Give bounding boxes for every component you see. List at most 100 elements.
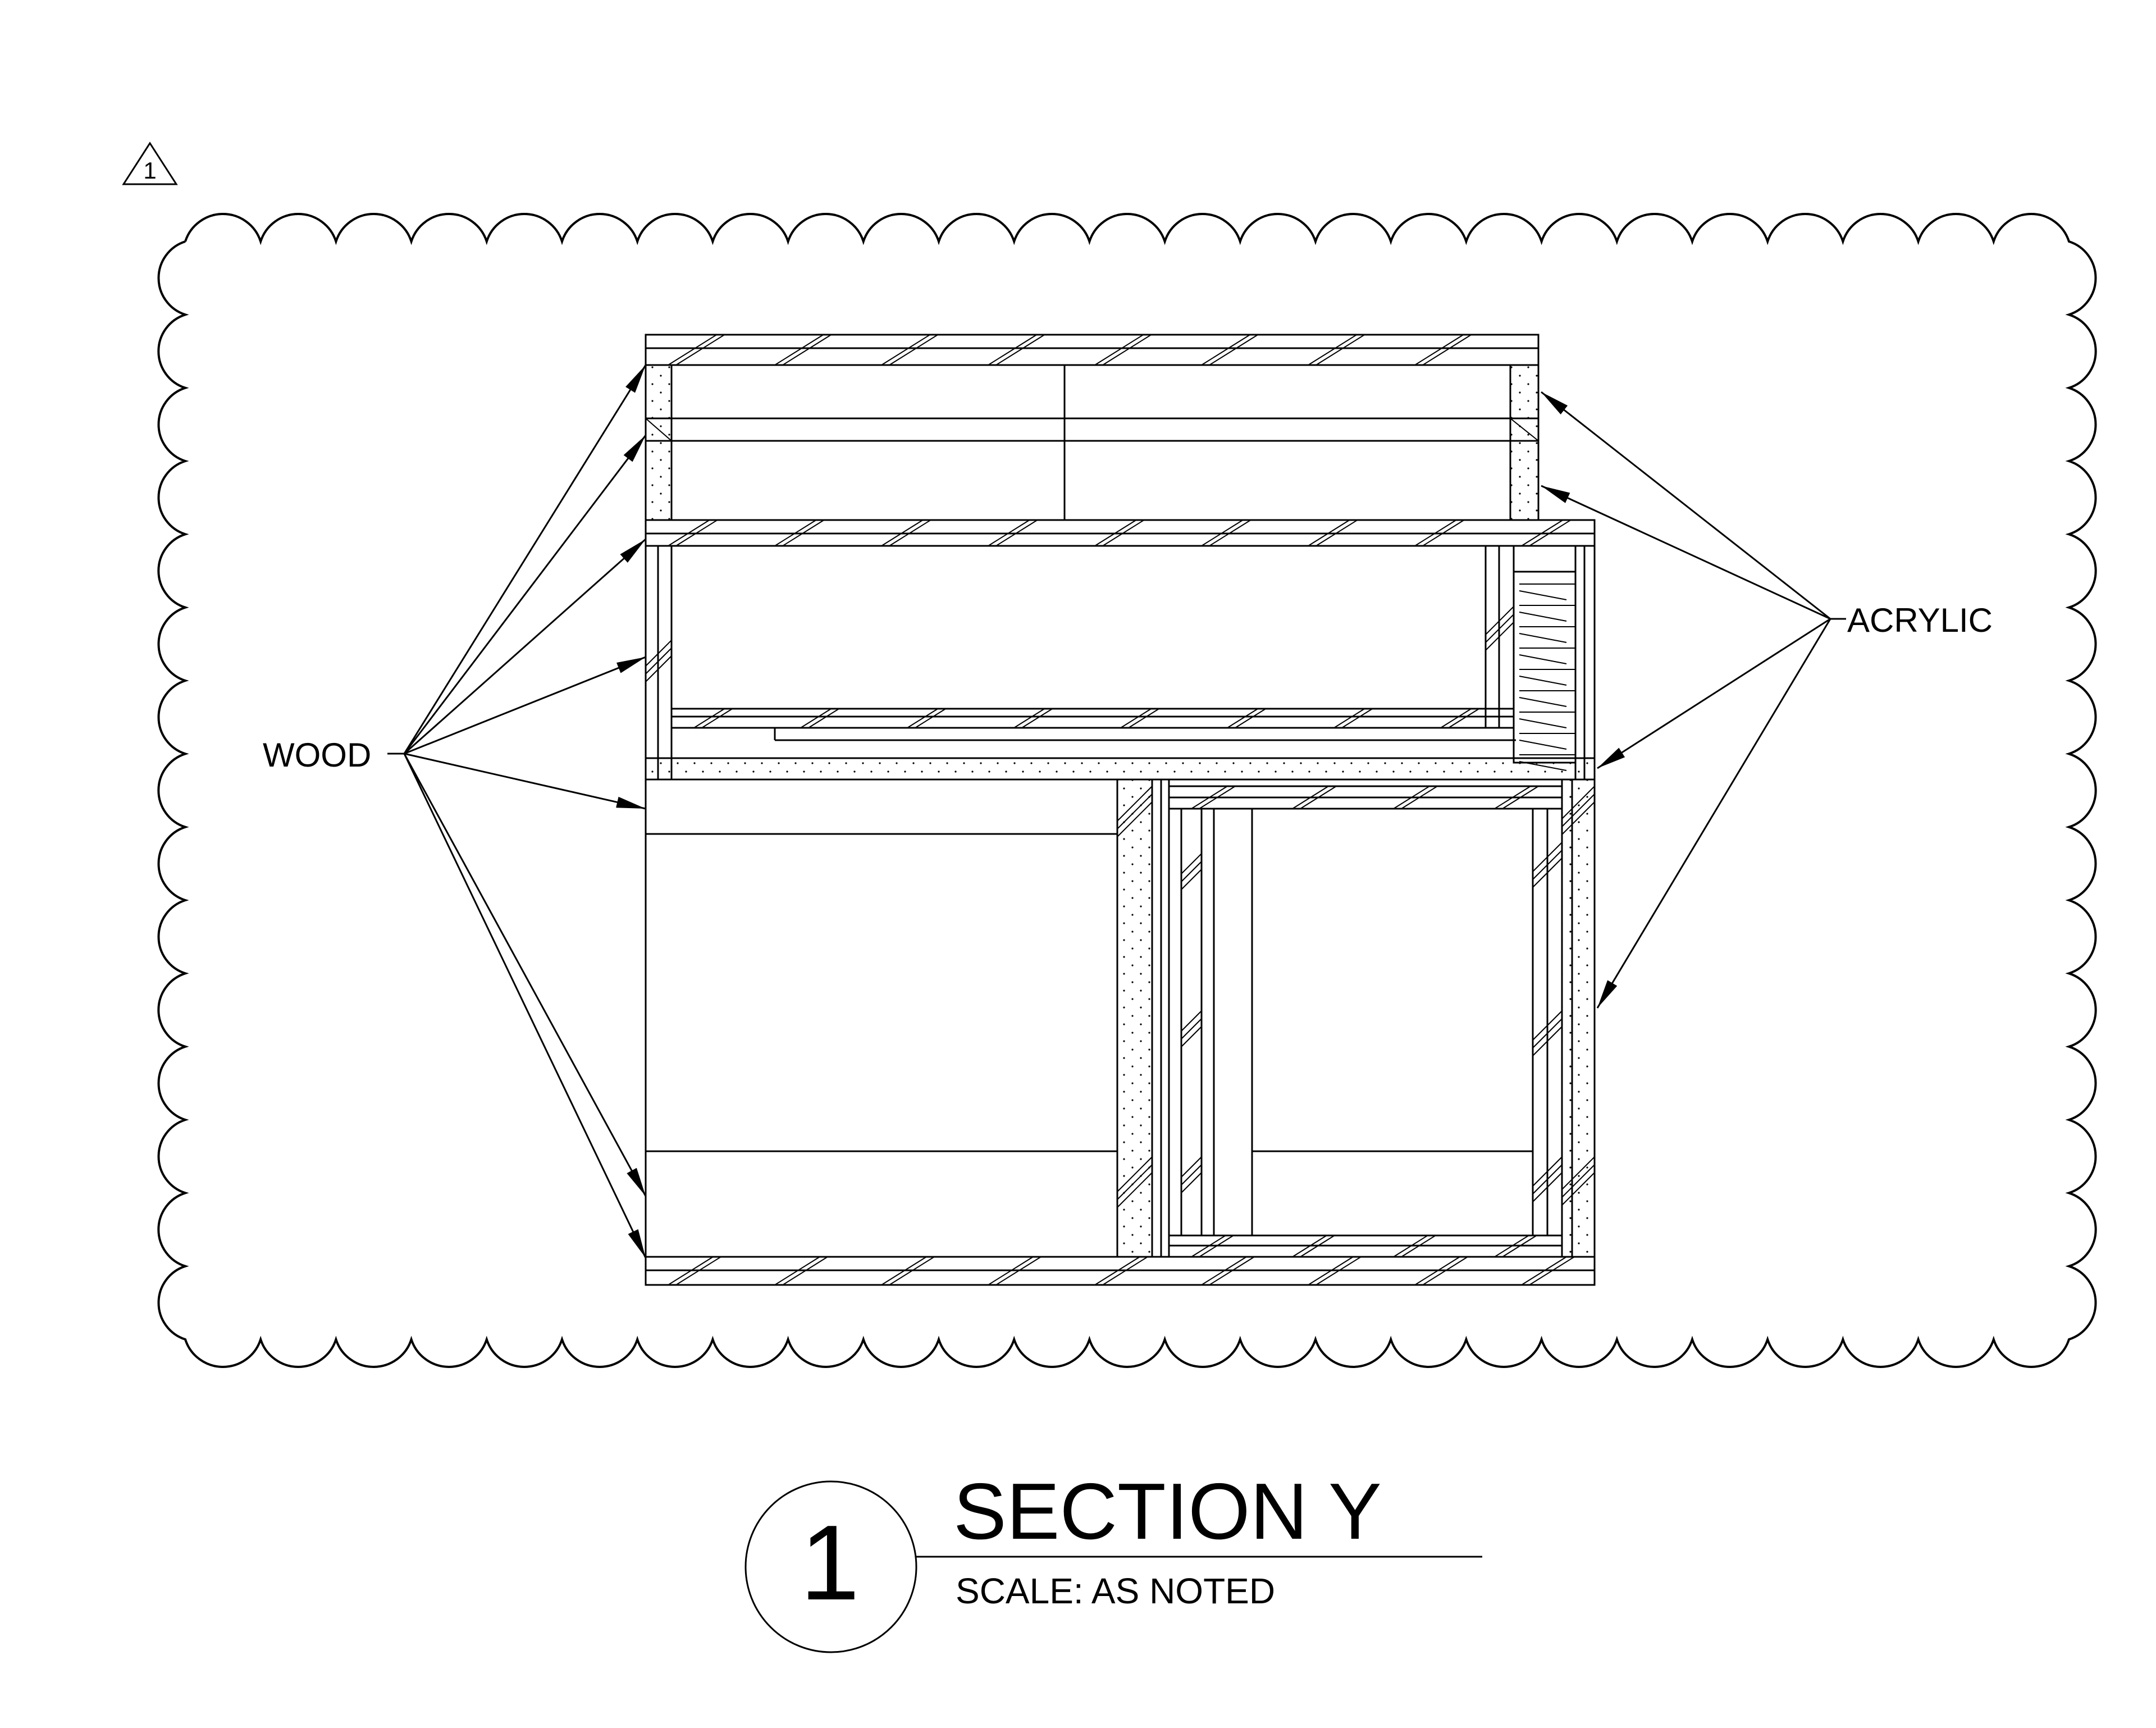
lower-right-right-post-hatch [1532, 858, 1563, 888]
middle-top-hatch [881, 519, 924, 546]
upper-post-joint-left [645, 418, 672, 441]
lower-right-top-hatch [1502, 786, 1539, 809]
wood-leader-7 [403, 753, 647, 1259]
middle-tray-hatch [1128, 708, 1159, 728]
middle-top-hatch [1308, 519, 1350, 546]
lower-base-hatch [1521, 1256, 1567, 1285]
middle-top-hatch [782, 519, 825, 546]
wood-leader-2 [403, 435, 647, 754]
lower-base-hatch [1094, 1256, 1140, 1285]
section-title: SECTION Y [953, 1467, 1382, 1556]
lower-right-bottom-hatch [1191, 1235, 1226, 1257]
lower-right-top-hatch [1300, 786, 1337, 809]
detail-circle [744, 1480, 917, 1653]
wood-callout: WOOD [263, 736, 371, 774]
lower-base-hatch [1201, 1256, 1247, 1285]
middle-right-post-hatch [1485, 606, 1514, 635]
lower-right-bottom-hatch [1292, 1235, 1327, 1257]
middle-top-hatch [1094, 519, 1137, 546]
lower-right-right-post-hatch [1532, 1018, 1563, 1048]
lower-base-hatch [675, 1256, 721, 1285]
middle-top-hatch [995, 519, 1038, 546]
middle-top-hatch [774, 519, 817, 546]
lower-mid-post-hatch [1117, 1164, 1153, 1200]
middle-tray-hatch [800, 708, 832, 728]
section-y-body [645, 334, 1596, 1286]
lower-right-top-hatch [1401, 786, 1438, 809]
lower-right-right-post-hatch [1532, 1164, 1563, 1194]
upper-top-hatch [1414, 334, 1464, 366]
lower-right-right-post-hatch [1532, 1156, 1563, 1187]
middle-tray-hatch [1235, 708, 1266, 728]
lower-mid-post-hatch [1117, 801, 1153, 837]
lower-right-right-post-hatch [1532, 1172, 1563, 1202]
middle-top-hatch [889, 519, 931, 546]
lower-right-bottom-hatch [1393, 1235, 1428, 1257]
wood-leader-1 [403, 364, 647, 754]
upper-top-hatch [1201, 334, 1250, 366]
wood-leader-4 [404, 656, 646, 755]
upper-top-acrylic-panel [645, 334, 1540, 366]
wood-leader-5 [404, 753, 646, 810]
upper-top-hatch [881, 334, 930, 366]
lower-right-left-post-hatch [1181, 1018, 1202, 1039]
lower-outer-right-post-hatch [1561, 1164, 1595, 1198]
material-leaders [387, 364, 1846, 1259]
upper-top-hatch [1308, 334, 1357, 366]
upper-top-hatch [1315, 334, 1365, 366]
lower-right-left-post [1168, 808, 1215, 1237]
middle-top-hatch [1209, 519, 1251, 546]
drawer-slat-hatch [1519, 718, 1567, 728]
upper-cavity [670, 364, 1511, 521]
lower-right-bottom-hatch [1494, 1235, 1529, 1257]
upper-top-hatch [782, 334, 832, 366]
lower-right-right-post-hatch [1532, 1026, 1563, 1056]
lower-base-hatch [881, 1256, 927, 1285]
revision-number: 1 [143, 157, 156, 184]
lower-outer-right-post-hatch [1561, 1156, 1595, 1190]
lower-right-left-post-hatch [1181, 1172, 1202, 1193]
lower-base-hatch [1308, 1256, 1354, 1285]
lower-right-left-post-hatch [1181, 1026, 1202, 1047]
lower-base-hatch [995, 1256, 1042, 1285]
middle-tray-hatch [1227, 708, 1258, 728]
middle-right-post-hatch [1485, 614, 1514, 643]
acrylic-leader-3 [1597, 618, 1831, 769]
acrylic-leader-1 [1541, 391, 1831, 620]
lower-mid-post-hatch [1117, 1156, 1153, 1192]
middle-left-post-hatch [645, 648, 672, 674]
middle-top-hatch [668, 519, 710, 546]
lower-right-top-hatch [1494, 786, 1531, 809]
scale-note: SCALE: AS NOTED [956, 1571, 1275, 1611]
upper-top-hatch [988, 334, 1037, 366]
lower-mid-post-hatch [1117, 794, 1153, 829]
acrylic-callout: ACRYLIC [1847, 601, 1993, 639]
revision-triangle: 1 [122, 142, 178, 185]
middle-top-hatch [1414, 519, 1457, 546]
drawer-slat-hatch [1519, 654, 1567, 664]
revision-cloud [157, 213, 2097, 1368]
middle-right-post-hatch [1485, 622, 1514, 651]
lower-right-top-hatch [1393, 786, 1430, 809]
middle-top-hatch [1201, 519, 1244, 546]
divider-acrylic-band [645, 757, 1596, 781]
acrylic-leader-4 [1596, 618, 1831, 1009]
lower-right-left-post-hatch [1181, 1010, 1202, 1032]
drawer-slat-hatch [1519, 612, 1567, 622]
lower-right-left-post-hatch [1181, 853, 1202, 874]
lower-mid-post [1116, 778, 1153, 1258]
upper-left-post [645, 364, 673, 521]
lower-base-hatch [1102, 1256, 1148, 1285]
middle-top-hatch [1529, 519, 1572, 546]
lower-base-hatch [889, 1256, 935, 1285]
lower-right-top-hatch [1292, 786, 1329, 809]
lower-right-bottom-hatch [1401, 1235, 1436, 1257]
lower-right-bottom-hatch [1300, 1235, 1335, 1257]
drawer-slat-hatch [1519, 590, 1567, 600]
upper-top-hatch [889, 334, 938, 366]
lower-right-right-post-hatch [1532, 850, 1563, 880]
middle-top-hatch [1422, 519, 1465, 546]
middle-tray-hatch [1440, 708, 1472, 728]
